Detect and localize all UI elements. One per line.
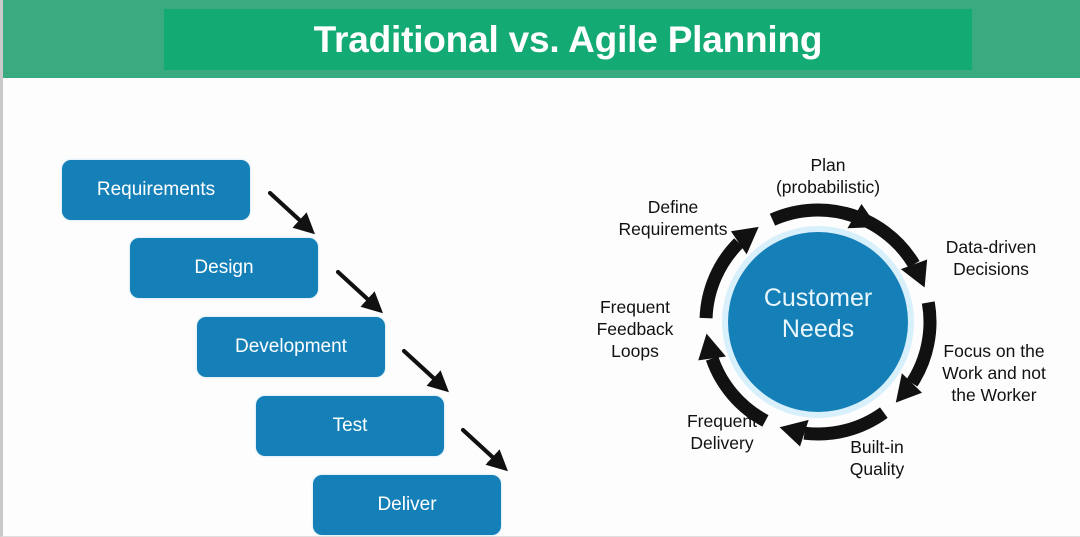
waterfall-step-requirements[interactable]: Requirements bbox=[62, 160, 250, 220]
waterfall-step-test[interactable]: Test bbox=[256, 396, 444, 456]
page-title: Traditional vs. Agile Planning bbox=[313, 18, 823, 60]
cycle-core-circle bbox=[728, 232, 908, 412]
arrow-requirements-to-design bbox=[266, 188, 320, 245]
waterfall-step-label: Test bbox=[332, 415, 368, 436]
cycle-arrow-feedback-loops bbox=[769, 203, 878, 229]
arrow-design-to-development bbox=[334, 267, 388, 324]
waterfall-step-deliver[interactable]: Deliver bbox=[313, 475, 501, 535]
cycle-svg bbox=[698, 203, 937, 447]
cycle-arrow-focus-on-work bbox=[779, 407, 888, 447]
waterfall-step-label: Requirements bbox=[96, 179, 216, 200]
waterfall-step-label: Design bbox=[194, 257, 254, 278]
cycle-arrow-data-driven bbox=[895, 301, 937, 403]
waterfall-step-label: Deliver bbox=[377, 494, 437, 515]
waterfall-step-design[interactable]: Design bbox=[130, 238, 318, 298]
waterfall-step-development[interactable]: Development bbox=[197, 317, 385, 377]
arrow-development-to-test bbox=[400, 346, 454, 403]
cycle-arrow-ring bbox=[698, 203, 937, 447]
cycle-arrow-built-in-quality bbox=[698, 333, 769, 427]
arrow-test-to-deliver bbox=[459, 425, 513, 482]
cycle-arrow-frequent-delivery bbox=[699, 226, 759, 319]
cycle-label-plan: Plan(probabilistic) bbox=[775, 155, 881, 197]
waterfall-step-label: Development bbox=[235, 336, 347, 357]
header-inner-panel bbox=[164, 9, 972, 70]
